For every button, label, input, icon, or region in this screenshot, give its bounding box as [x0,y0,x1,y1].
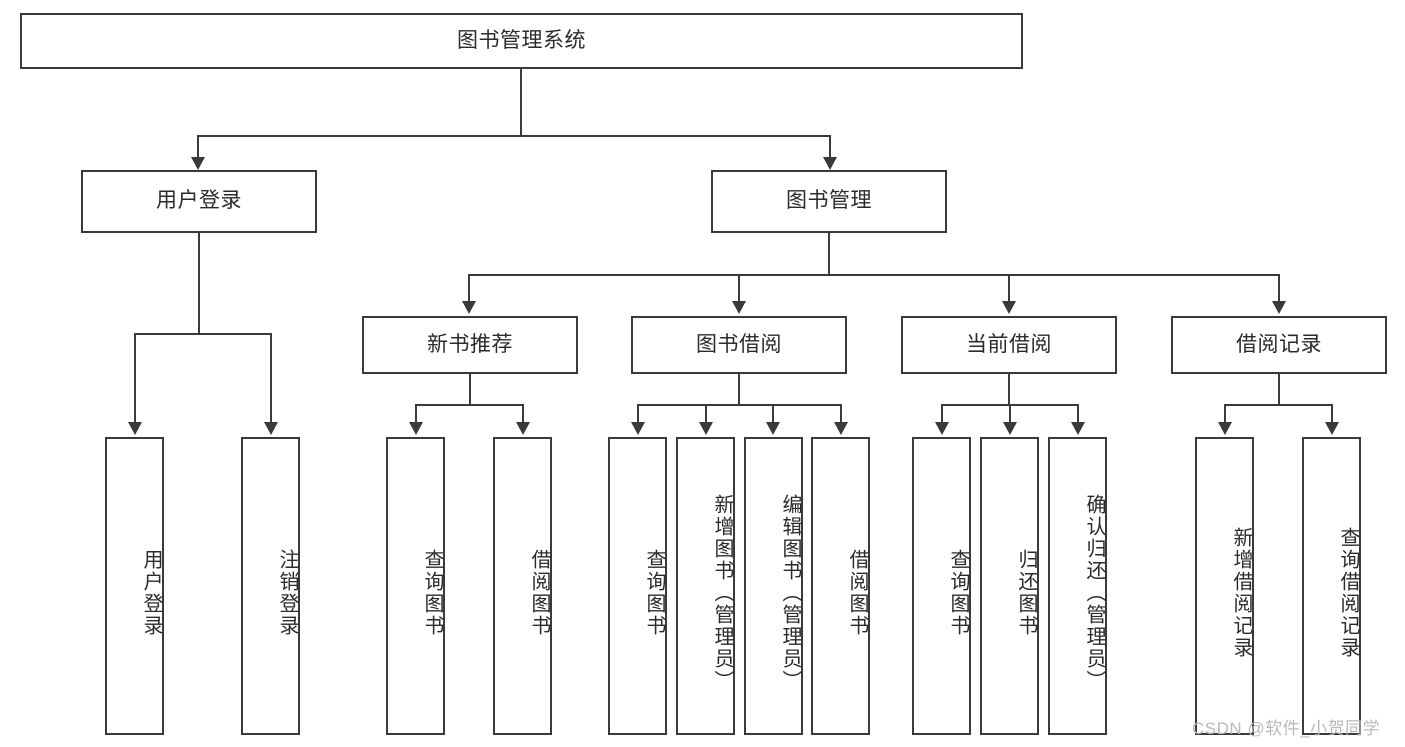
edge-user-login-leaf-1 [134,333,136,424]
node-current-borrow[interactable]: 当前借阅 [901,316,1117,374]
edge-nbr-leaf-2 [522,404,524,424]
node-label: 图书管理 [786,189,872,213]
edge-nbr-leaf-1 [415,404,417,424]
node-label: 查询图书 [421,549,443,637]
node-label: 当前借阅 [966,332,1052,356]
node-label: 借阅记录 [1236,332,1322,356]
arrow-to-new-book-recommend [462,301,476,314]
node-label: 图书借阅 [696,332,782,356]
edge-book-borrow-bus [637,404,842,406]
leaf-user-login-login[interactable]: 用户登录 [105,437,164,735]
node-label: 用户登录 [156,189,242,213]
edge-new-book-recommend-bus [415,404,524,406]
arrow-to-current-borrow [1002,301,1016,314]
node-new-book-recommend[interactable]: 新书推荐 [362,316,578,374]
node-user-login[interactable]: 用户登录 [81,170,317,233]
node-label: 归还图书 [1015,549,1037,637]
node-label: 新增借阅记录 [1230,527,1252,659]
edge-to-book-borrow [738,274,740,303]
edge-br-leaf-1 [1224,404,1226,424]
node-label: 用户登录 [140,549,162,637]
edge-borrow-record-stem [1278,374,1280,406]
node-label: 注销登录 [276,549,298,637]
edge-book-management-stem [828,233,830,275]
edge-new-book-recommend-stem [469,374,471,406]
edge-br-leaf-2 [1331,404,1333,424]
arrow-cb-leaf-2 [1003,422,1017,435]
arrow-to-user-login [191,157,205,170]
leaf-bb-query-book[interactable]: 查询图书 [608,437,667,735]
edge-user-login-bus [134,333,270,335]
node-label: 借阅图书 [846,549,868,637]
leaf-cb-confirm-return-admin[interactable]: 确认归还（管理员） [1048,437,1107,735]
arrow-bb-leaf-3 [766,422,780,435]
arrow-cb-leaf-3 [1071,422,1085,435]
leaf-br-query-record[interactable]: 查询借阅记录 [1302,437,1361,735]
edge-cb-leaf-1 [941,404,943,424]
edge-to-new-book-recommend [468,274,470,303]
leaf-nbr-borrow-book[interactable]: 借阅图书 [493,437,552,735]
arrow-to-book-management [823,157,837,170]
leaf-bb-borrow-book[interactable]: 借阅图书 [811,437,870,735]
arrow-br-leaf-1 [1218,422,1232,435]
edge-to-borrow-record [1278,274,1280,303]
edge-user-login-stem [198,233,200,334]
arrow-nbr-leaf-2 [516,422,530,435]
node-root-book-management-system[interactable]: 图书管理系统 [20,13,1023,69]
edge-current-borrow-stem [1008,374,1010,406]
edge-bb-leaf-2 [705,404,707,424]
leaf-bb-add-book-admin[interactable]: 新增图书（管理员） [676,437,735,735]
edge-cb-leaf-2 [1009,404,1011,424]
leaf-bb-edit-book-admin[interactable]: 编辑图书（管理员） [744,437,803,735]
leaf-br-add-record[interactable]: 新增借阅记录 [1195,437,1254,735]
node-label: 新书推荐 [427,332,513,356]
node-borrow-record[interactable]: 借阅记录 [1171,316,1387,374]
edge-level3-bus [468,274,1279,276]
csdn-watermark: CSDN @软件_小贺同学 [1192,719,1381,738]
node-book-management[interactable]: 图书管理 [711,170,947,233]
edge-level1-bus [197,135,831,137]
edge-borrow-record-bus [1224,404,1333,406]
node-book-borrow[interactable]: 图书借阅 [631,316,847,374]
edge-book-borrow-stem [738,374,740,406]
arrow-bb-leaf-4 [834,422,848,435]
node-label: 新增图书（管理员） [711,494,733,692]
edge-to-current-borrow [1008,274,1010,303]
leaf-cb-return-book[interactable]: 归还图书 [980,437,1039,735]
node-label: 确认归还（管理员） [1083,494,1105,692]
arrow-bb-leaf-1 [631,422,645,435]
arrow-bb-leaf-2 [699,422,713,435]
edge-cb-leaf-3 [1077,404,1079,424]
edge-root-stem [520,69,522,136]
leaf-user-login-logout[interactable]: 注销登录 [241,437,300,735]
arrow-to-book-borrow [732,301,746,314]
node-label: 查询借阅记录 [1337,527,1359,659]
edge-bb-leaf-4 [840,404,842,424]
leaf-cb-query-book[interactable]: 查询图书 [912,437,971,735]
edge-to-book-management [829,135,831,159]
node-label: 查询图书 [643,549,665,637]
arrow-nbr-leaf-1 [409,422,423,435]
edge-bb-leaf-3 [772,404,774,424]
arrow-cb-leaf-1 [935,422,949,435]
arrow-br-leaf-2 [1325,422,1339,435]
arrow-user-login-leaf-2 [264,422,278,435]
arrow-user-login-leaf-1 [128,422,142,435]
node-label: 借阅图书 [528,549,550,637]
arrow-to-borrow-record [1272,301,1286,314]
leaf-nbr-query-book[interactable]: 查询图书 [386,437,445,735]
node-label: 图书管理系统 [457,28,586,52]
edge-bb-leaf-1 [637,404,639,424]
node-label: 查询图书 [947,549,969,637]
edge-to-user-login [197,135,199,159]
edge-user-login-leaf-2 [270,333,272,424]
node-label: 编辑图书（管理员） [779,494,801,692]
